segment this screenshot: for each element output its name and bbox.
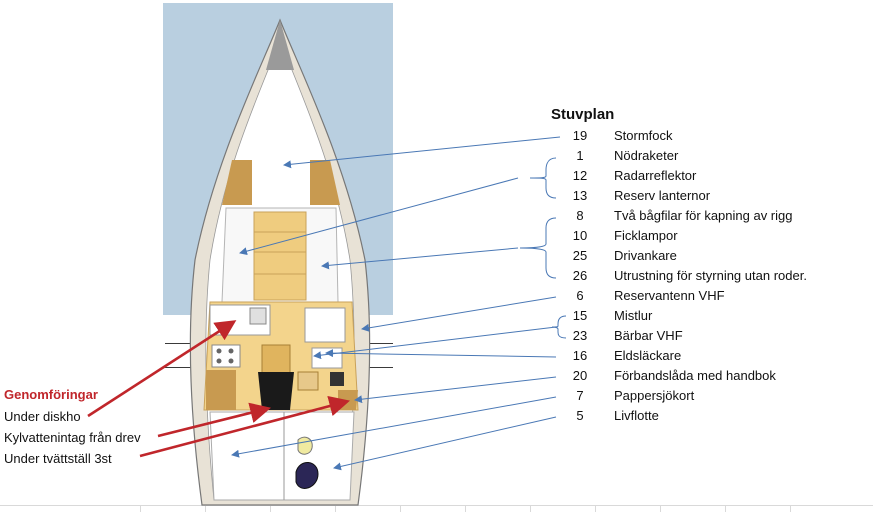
item-number: 26 bbox=[572, 268, 588, 283]
grid-line bbox=[205, 505, 206, 512]
engine-box bbox=[258, 372, 294, 410]
cockpit bbox=[209, 411, 355, 501]
item-label: Nödraketer bbox=[614, 148, 679, 163]
penetration-item: Under tvättställ 3st bbox=[4, 451, 112, 466]
stove bbox=[211, 344, 241, 368]
item-label: Reservantenn VHF bbox=[614, 288, 725, 303]
grid-line bbox=[725, 505, 726, 512]
item-number: 10 bbox=[572, 228, 588, 243]
item-label: Ficklampor bbox=[614, 228, 678, 243]
item-number: 1 bbox=[576, 148, 584, 163]
heads-sink bbox=[311, 347, 343, 369]
grid-line bbox=[465, 505, 466, 512]
penetration-item: Under diskho bbox=[4, 409, 81, 424]
item-number: 25 bbox=[572, 248, 588, 263]
forepeak-wood bbox=[310, 160, 340, 205]
penetrations-title: Genomföringar bbox=[4, 387, 98, 402]
penetration-item: Kylvattenintag från drev bbox=[4, 430, 141, 445]
item-number: 8 bbox=[576, 208, 584, 223]
grid-line bbox=[0, 505, 873, 506]
item-number: 15 bbox=[572, 308, 588, 323]
item-number: 23 bbox=[572, 328, 588, 343]
life-raft bbox=[295, 462, 319, 489]
item-label: Livflotte bbox=[614, 408, 659, 423]
stuvplan-title: Stuvplan bbox=[551, 106, 615, 123]
item-label: Förbandslåda med handbok bbox=[614, 368, 776, 383]
item-label: Radarreflektor bbox=[614, 168, 697, 183]
item-number: 7 bbox=[576, 388, 584, 403]
item-number: 20 bbox=[572, 368, 588, 383]
grid-line bbox=[270, 505, 271, 512]
item-number: 6 bbox=[576, 288, 584, 303]
cooler bbox=[330, 372, 344, 386]
item-number: 12 bbox=[572, 168, 588, 183]
item-label: Eldsläckare bbox=[614, 348, 682, 363]
item-number: 19 bbox=[572, 128, 588, 143]
item-label: Två bågfilar för kapning av rigg bbox=[614, 208, 793, 223]
item-number: 13 bbox=[572, 188, 588, 203]
bow-tip bbox=[266, 20, 294, 70]
item-label: Bärbar VHF bbox=[614, 328, 683, 343]
tv-unit bbox=[297, 371, 319, 391]
grid-line bbox=[140, 505, 141, 512]
nav-table bbox=[304, 307, 346, 343]
berth-table bbox=[253, 211, 307, 301]
grid-line bbox=[400, 505, 401, 512]
item-label: Stormfock bbox=[614, 128, 673, 143]
item-number: 16 bbox=[572, 348, 588, 363]
item-label: Pappersjökort bbox=[614, 388, 695, 403]
item-label: Drivankare bbox=[614, 248, 677, 263]
item-label: Reserv lanternor bbox=[614, 188, 711, 203]
grid-line bbox=[530, 505, 531, 512]
item-label: Mistlur bbox=[614, 308, 653, 323]
aft-wood bbox=[206, 370, 236, 410]
item-number: 5 bbox=[576, 408, 584, 423]
grid-line bbox=[660, 505, 661, 512]
grid-line bbox=[790, 505, 791, 512]
grid-line bbox=[335, 505, 336, 512]
forepeak-wood bbox=[222, 160, 252, 205]
sink bbox=[249, 307, 267, 325]
grid-line bbox=[595, 505, 596, 512]
steering-pedestal bbox=[297, 436, 313, 455]
item-label: Utrustning för styrning utan roder. bbox=[614, 268, 807, 283]
